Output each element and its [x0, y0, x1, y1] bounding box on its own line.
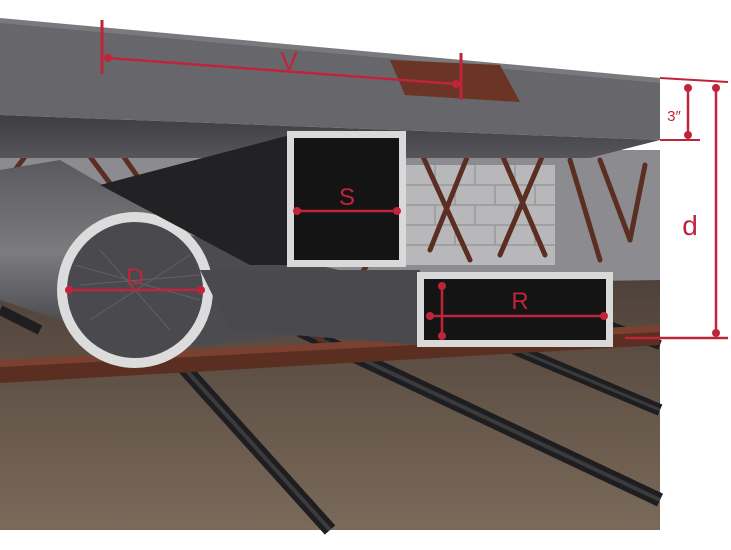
dim-3in-dot-bot	[684, 131, 692, 139]
dim-v-dot-left	[104, 54, 112, 62]
dim-s-dot-left	[293, 207, 301, 215]
label-thickness: 3″	[667, 108, 681, 125]
dim-v-line	[107, 56, 457, 86]
dim-v-dot-right	[452, 80, 460, 88]
dim-r-height-dot-top	[438, 282, 446, 290]
label-d-large: d	[682, 210, 698, 241]
dim-r-height-dot-bot	[438, 332, 446, 340]
dimension-labels: V S D R d 3″	[126, 46, 697, 315]
dim-d-dot-bot	[712, 329, 720, 337]
dimension-lines	[65, 20, 729, 340]
dim-dsmall-dot-right	[197, 286, 205, 294]
dim-d-dot-top	[712, 84, 720, 92]
square-duct	[100, 131, 406, 267]
dim-dsmall-dot-left	[65, 286, 73, 294]
dim-3in-dot-top	[684, 84, 692, 92]
dim-r-dot-left	[426, 312, 434, 320]
label-r: R	[511, 288, 528, 315]
dim-s-dot-right	[393, 207, 401, 215]
rectangular-duct	[200, 270, 613, 347]
label-d-small: D	[126, 264, 143, 291]
label-v: V	[280, 46, 298, 76]
dim-3in-top-ext	[659, 77, 729, 83]
label-s: S	[339, 184, 355, 211]
dim-r-dot-right	[600, 312, 608, 320]
